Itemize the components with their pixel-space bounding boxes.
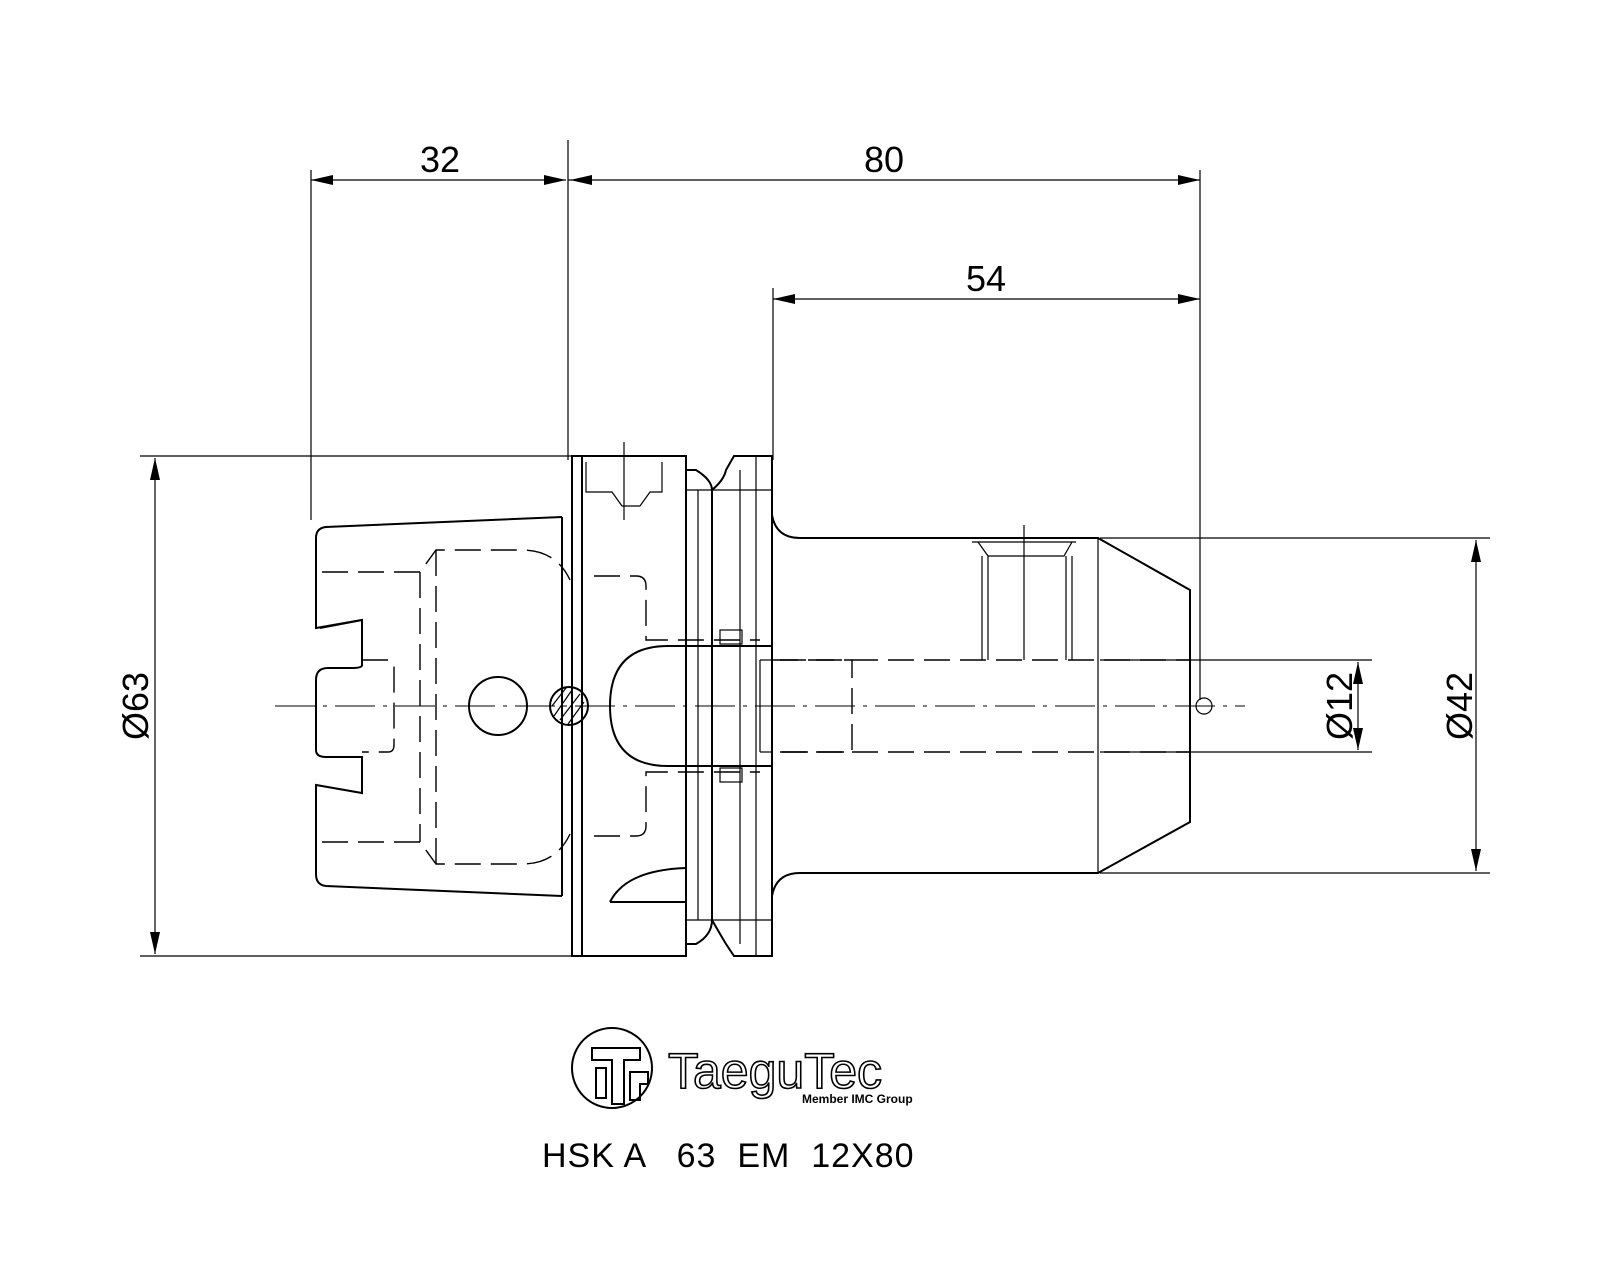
shank <box>608 514 1213 897</box>
logo-ring-icon <box>571 1027 653 1109</box>
dim-text-80: 80 <box>864 139 904 180</box>
dim-text-d63: Ø63 <box>115 672 156 740</box>
dim-text-54: 54 <box>966 258 1006 299</box>
part-designation: HSK A 63 EM 12X80 <box>542 1137 915 1175</box>
dimension-d42: Ø42 <box>1100 537 1490 874</box>
taegutec-logo: TaeguTec Member IMC Group <box>571 1027 913 1109</box>
logo-tagline-text: Member IMC Group <box>802 1092 913 1106</box>
dimension-80: 80 <box>567 139 1201 700</box>
dim-text-d12: Ø12 <box>1319 672 1360 740</box>
dimension-32: 32 <box>310 139 566 520</box>
hsk-taper <box>315 516 589 897</box>
flange <box>571 442 773 957</box>
logo-brand-text: TaeguTec <box>668 1043 882 1099</box>
dimension-54: 54 <box>772 258 1200 460</box>
dim-text-d42: Ø42 <box>1439 672 1480 740</box>
dim-text-32: 32 <box>420 139 460 180</box>
dimension-d63: Ø63 <box>115 455 572 957</box>
